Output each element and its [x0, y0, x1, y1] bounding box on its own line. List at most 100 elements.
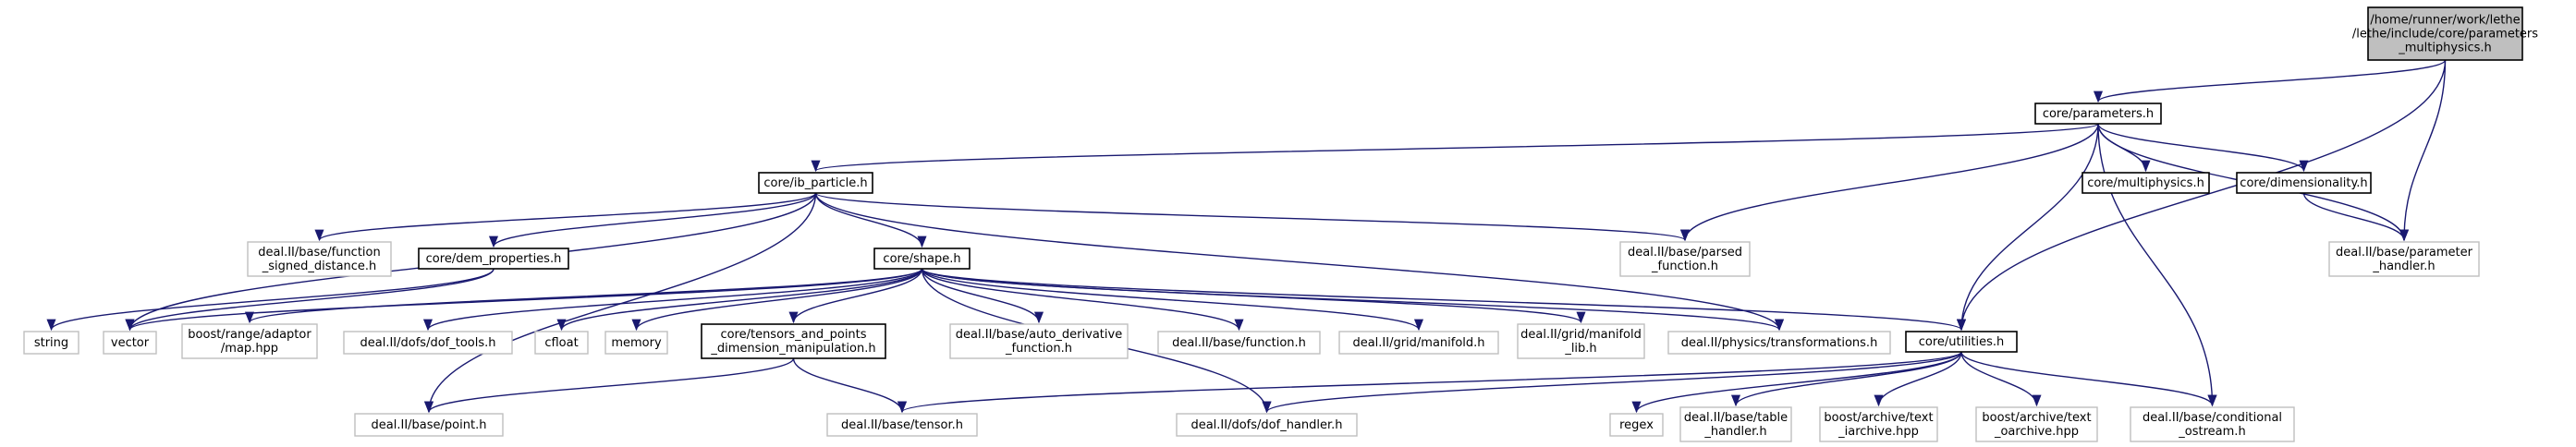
edge-parameters-to-utilities: [1956, 123, 2099, 332]
edge-shape-to-dof_tools: [423, 268, 923, 332]
node-box: [343, 331, 513, 355]
node-base-function: deal.II/base/function.h: [1157, 331, 1321, 355]
edge-parameters-to-ib_particle: [812, 123, 2099, 173]
edge-ib_particle-to-parsed_function: [814, 192, 1690, 242]
node-label: deal.II/grid/manifold: [1520, 328, 1642, 342]
node-label: deal.II/dofs/dof_tools.h: [360, 336, 496, 350]
node-table-handler: deal.II/base/table_handler.h: [1679, 406, 1792, 442]
node-string: string: [23, 331, 79, 355]
node-box: [949, 323, 1129, 359]
edge-utilities-to-table_handler: [1731, 351, 1962, 407]
node-label: memory: [611, 336, 662, 350]
node-label: _function.h: [1651, 260, 1718, 273]
node-label: core/shape.h: [883, 252, 960, 266]
node-box: [1176, 413, 1358, 437]
node-box: [534, 331, 589, 355]
edge-shape-to-memory: [631, 268, 923, 332]
node-label: boost/archive/text: [1824, 411, 1933, 425]
edges-layer: [46, 59, 2447, 414]
edge-ib_particle-to-transformations: [814, 192, 1784, 332]
node-parsed-function: deal.II/base/parsed_function.h: [1619, 241, 1751, 277]
node-box: [1667, 331, 1891, 355]
node-parameters[interactable]: core/parameters.h: [2034, 103, 2162, 125]
node-box: [1905, 331, 2018, 353]
node-utilities[interactable]: core/utilities.h: [1905, 331, 2018, 353]
node-cfloat: cfloat: [534, 331, 589, 355]
edge-ib_particle-to-signed_distance: [314, 192, 817, 242]
node-multiphysics[interactable]: core/multiphysics.h: [2082, 172, 2210, 194]
node-box: [247, 241, 392, 277]
node-label: _ostream.h: [2178, 425, 2245, 439]
node-label: core/ib_particle.h: [763, 176, 867, 190]
node-dem-properties[interactable]: core/dem_properties.h: [418, 248, 569, 270]
node-label: _handler.h: [2372, 260, 2435, 273]
node-transformations: deal.II/physics/transformations.h: [1667, 331, 1891, 355]
node-label: deal.II/base/function: [258, 246, 380, 260]
node-label: vector: [111, 336, 150, 350]
node-ib-particle[interactable]: core/ib_particle.h: [758, 172, 873, 194]
node-regex: regex: [1609, 413, 1664, 437]
node-label: deal.II/base/tensor.h: [841, 418, 963, 432]
node-label: _signed_distance.h: [262, 260, 377, 273]
node-box: [826, 413, 978, 437]
node-label: _iarchive.hpp: [1837, 425, 1919, 439]
edge-root-to-parameters: [2094, 59, 2447, 103]
edge-ib_particle-to-shape: [814, 192, 927, 248]
node-manifold: deal.II/grid/manifold.h: [1338, 331, 1499, 355]
node-box: [1819, 406, 1938, 442]
edge-shape-to-manifold: [921, 268, 1423, 332]
node-box: [1679, 406, 1792, 442]
node-signed-distance: deal.II/base/function_signed_distance.h: [247, 241, 392, 277]
edge-root-to-utilities: [1957, 59, 2447, 332]
node-manifold-lib: deal.II/grid/manifold_lib.h: [1517, 323, 1645, 359]
node-boost-map: boost/range/adaptor/map.hpp: [181, 323, 318, 359]
edge-tensors-to-point: [424, 357, 795, 414]
node-tensors[interactable]: core/tensors_and_points_dimension_manipu…: [701, 323, 886, 359]
node-dof-tools: deal.II/dofs/dof_tools.h: [343, 331, 513, 355]
node-conditional-ostream: deal.II/base/conditional_ostream.h: [2130, 406, 2295, 442]
node-label: core/utilities.h: [1919, 335, 2005, 349]
node-box: [1619, 241, 1751, 277]
node-box: [181, 323, 318, 359]
node-label: cfloat: [544, 336, 578, 350]
node-label: deal.II/base/function.h: [1172, 336, 1306, 350]
node-box: [758, 172, 873, 194]
node-label: deal.II/dofs/dof_handler.h: [1190, 418, 1342, 432]
node-shape[interactable]: core/shape.h: [873, 248, 971, 270]
edge-utilities-to-conditional_ostream: [1960, 351, 2217, 407]
node-label: core/dimensionality.h: [2240, 176, 2367, 190]
node-box: [418, 248, 569, 270]
node-label: /map.hpp: [221, 342, 278, 356]
node-dof-handler: deal.II/dofs/dof_handler.h: [1176, 413, 1358, 437]
edge-utilities-to-text_oarchive: [1960, 351, 2042, 407]
edge-utilities-to-text_iarchive: [1874, 351, 1962, 407]
node-label: deal.II/base/auto_derivative: [956, 328, 1122, 342]
edge-shape-to-utilities: [921, 268, 1966, 332]
edge-parameters-to-parsed_function: [1680, 123, 2099, 242]
node-label: _function.h: [1005, 342, 1072, 356]
node-label: regex: [1619, 418, 1654, 432]
node-box: [103, 331, 157, 355]
node-text-iarchive: boost/archive/text_iarchive.hpp: [1819, 406, 1938, 442]
node-box: [1609, 413, 1664, 437]
node-label: _lib.h: [1564, 342, 1596, 356]
edge-parameters-to-dimensionality: [2097, 123, 2309, 173]
node-label: string: [34, 336, 68, 350]
node-memory: memory: [604, 331, 668, 355]
node-vector: vector: [103, 331, 157, 355]
node-box: [873, 248, 971, 270]
node-box: [2034, 103, 2162, 125]
edge-utilities-to-regex: [1631, 351, 1962, 414]
node-box: [1157, 331, 1321, 355]
node-box: [2130, 406, 2295, 442]
edge-dem_properties-to-string: [46, 268, 494, 332]
edge-parameters-to-conditional_ostream: [2097, 123, 2217, 407]
node-label: deal.II/base/parameter: [2336, 246, 2473, 260]
node-auto-derivative: deal.II/base/auto_derivative_function.h: [949, 323, 1129, 359]
node-label: core/tensors_and_points: [720, 328, 866, 342]
node-dimensionality[interactable]: core/dimensionality.h: [2236, 172, 2372, 194]
edge-dem_properties-to-vector: [125, 268, 494, 332]
edge-utilities-to-dof_handler: [1262, 351, 1962, 414]
